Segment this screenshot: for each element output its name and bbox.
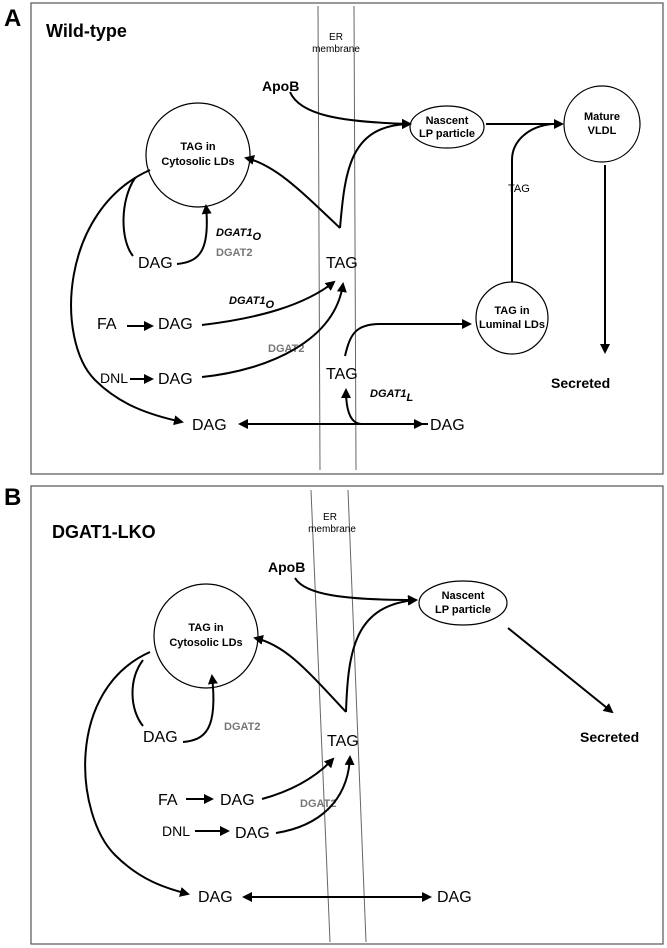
arrow-dag2-to-tag: [201, 280, 336, 326]
panel-b-frame: [30, 485, 664, 945]
cyto-label-2: Cytosolic LDs: [161, 156, 234, 168]
luminal-label-1: TAG in: [494, 305, 530, 317]
nascent-label-1: Nascent: [426, 115, 469, 127]
panel-b-letter: B: [4, 484, 21, 511]
dag-label-a2: DAG: [158, 316, 193, 333]
panel-a: A Wild-type ER membrane ApoB Nascent LP …: [4, 2, 664, 475]
nascent-lp-node: [409, 105, 485, 149]
panel-a-title: Wild-type: [46, 21, 127, 41]
dgat2-label-b1: DGAT2: [224, 721, 260, 733]
panel-a-letter: A: [4, 5, 21, 32]
fa-label-b: FA: [158, 792, 178, 809]
er-label-b-2: membrane: [308, 524, 356, 535]
line-cytosolic-to-dag: [122, 177, 136, 257]
panel-a-frame: [30, 2, 664, 475]
panel-b-title: DGAT1-LKO: [52, 522, 156, 542]
er-membrane-line-left: [317, 5, 321, 471]
dag-label-a5: DAG: [430, 417, 465, 434]
dag-label-b1: DAG: [143, 729, 178, 746]
mature-label-1: Mature: [584, 111, 620, 123]
er-label-1: ER: [329, 32, 343, 43]
dag-label-b4: DAG: [198, 889, 233, 906]
nascent-lp-node-b: [418, 580, 508, 626]
dag-label-a1: DAG: [138, 255, 173, 272]
apob-label: ApoB: [262, 78, 299, 94]
tag-label-a2: TAG: [326, 366, 358, 383]
dag-label-b5: DAG: [437, 889, 472, 906]
er-membrane-line-right-b: [347, 489, 367, 943]
nascent-label-b-1: Nascent: [442, 590, 485, 602]
line-luminal-to-mature: [511, 123, 553, 282]
dgat2-label-a2: DGAT2: [268, 343, 304, 355]
dgat2-label-b2: DGAT2: [300, 798, 336, 810]
panel-b-arrows: [84, 577, 614, 902]
dag-label-b2: DAG: [220, 792, 255, 809]
apob-label-b: ApoB: [268, 559, 305, 575]
mature-label-2: VLDL: [588, 125, 617, 137]
line-cytosolic-to-dag-b: [131, 659, 144, 727]
luminal-label-2: Luminal LDs: [479, 319, 545, 331]
fa-label-a: FA: [97, 316, 117, 333]
er-membrane-line-right: [353, 5, 357, 471]
dag-label-b3: DAG: [235, 825, 270, 842]
er-membrane-line-left-b: [310, 489, 331, 943]
arrow-apob-to-nascent-b: [294, 577, 418, 605]
panel-b: B DGAT1-LKO ER membrane ApoB Nascent LP …: [4, 484, 664, 945]
panel-a-arrows: [70, 91, 610, 429]
arrow-dag2-to-tag-b: [261, 757, 335, 800]
dgat1-o-label-1: DGAT1O: [216, 227, 261, 243]
arrow-cytosolic-to-dag-b: [84, 651, 190, 897]
dgat1-l-label: DGAT1L: [370, 388, 413, 404]
tag-label-a1: TAG: [326, 255, 358, 272]
arrow-nascent-to-secreted-b: [507, 627, 614, 714]
dag-label-a3: DAG: [158, 371, 193, 388]
dnl-label-b: DNL: [162, 823, 190, 839]
arrow-dag3-to-tag: [201, 282, 347, 378]
cyto-label-1: TAG in: [180, 141, 216, 153]
nascent-label-b-2: LP particle: [435, 604, 491, 616]
arrow-tag-to-cytosolic-b: [253, 634, 347, 713]
secreted-label-b: Secreted: [580, 729, 639, 745]
dgat2-label-a1: DGAT2: [216, 247, 252, 259]
arrow-cytosolic-to-dag: [70, 169, 184, 426]
mature-vldl-node: [563, 85, 641, 163]
secreted-label-a: Secreted: [551, 375, 610, 391]
cyto-label-b-1: TAG in: [188, 622, 224, 634]
arrow-apob-to-nascent: [289, 91, 412, 129]
dag-label-a4: DAG: [192, 417, 227, 434]
dgat1-o-label-2: DGAT1O: [229, 295, 274, 311]
tag-label-b: TAG: [327, 733, 359, 750]
luminal-ld-node: [475, 281, 549, 355]
cyto-label-b-2: Cytosolic LDs: [169, 637, 242, 649]
dnl-label-a: DNL: [100, 370, 128, 386]
arrow-dag-to-cytosolic-b: [182, 674, 218, 743]
arrow-tag-to-nascent: [339, 119, 412, 229]
tag-small-label: TAG: [508, 183, 530, 195]
arrow-dag-to-cytosolic: [176, 204, 212, 265]
arrow-tag-to-luminal: [344, 319, 472, 357]
arrow-tag-to-nascent-b: [345, 595, 418, 713]
er-label-2: membrane: [312, 44, 360, 55]
cytosolic-ld-node-b: [153, 583, 259, 689]
arrow-dag3-to-tag-b: [275, 755, 355, 834]
cytosolic-ld-node: [145, 102, 251, 208]
nascent-label-2: LP particle: [419, 128, 475, 140]
er-label-b-1: ER: [323, 512, 337, 523]
arrow-tag-to-cytosolic: [244, 155, 341, 229]
